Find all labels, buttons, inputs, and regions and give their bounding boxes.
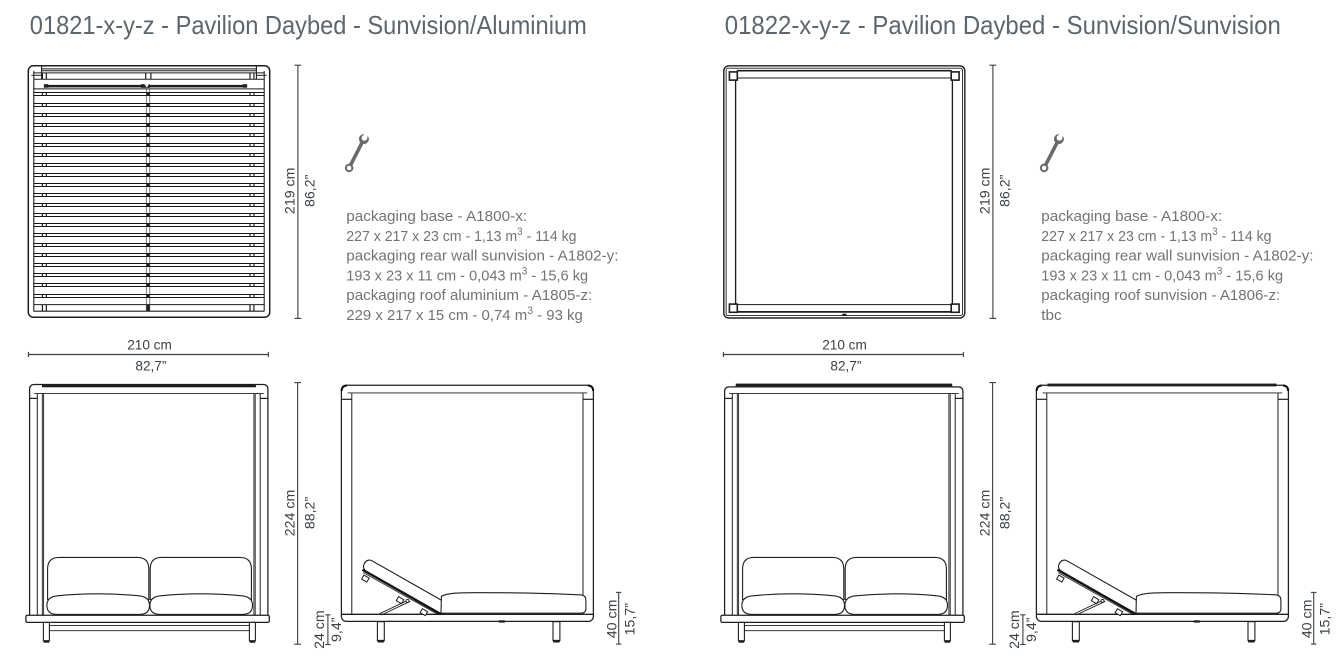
svg-text:193 x 23 x 11 cm - 0,043 m3 -: 193 x 23 x 11 cm - 0,043 m3 - 15,6 kg — [346, 265, 588, 284]
svg-text:packaging base - A1800-x:: packaging base - A1800-x: — [346, 208, 527, 225]
svg-text:24 cm: 24 cm — [312, 610, 328, 649]
svg-text:9,4”: 9,4” — [1024, 617, 1040, 642]
svg-text:219 cm: 219 cm — [978, 168, 994, 215]
svg-text:219 cm: 219 cm — [283, 168, 299, 215]
svg-text:01822-x-y-z - Pavilion Daybed: 01822-x-y-z - Pavilion Daybed - Sunvisio… — [725, 12, 1281, 40]
svg-text:packaging roof sunvision - A18: packaging roof sunvision - A1806-z: — [1041, 287, 1280, 304]
svg-text:82,7”: 82,7” — [830, 359, 861, 374]
svg-text:packaging roof aluminium - A18: packaging roof aluminium - A1805-z: — [346, 287, 592, 304]
svg-text:210 cm: 210 cm — [822, 337, 867, 352]
svg-text:40 cm: 40 cm — [1300, 600, 1316, 639]
svg-text:86,2”: 86,2” — [302, 174, 318, 207]
svg-text:88,2”: 88,2” — [302, 497, 318, 530]
svg-text:86,2”: 86,2” — [997, 174, 1013, 207]
svg-text:227 x 217 x 23 cm - 1,13 m3 -: 227 x 217 x 23 cm - 1,13 m3 - 114 kg — [346, 226, 576, 245]
svg-text:9,4”: 9,4” — [329, 617, 345, 642]
svg-text:224 cm: 224 cm — [283, 490, 299, 537]
svg-text:193 x 23 x 11 cm - 0,043 m3 -: 193 x 23 x 11 cm - 0,043 m3 - 15,6 kg — [1041, 265, 1283, 284]
svg-text:224 cm: 224 cm — [978, 490, 994, 537]
svg-text:229 x 217 x 15 cm - 0,74 m3 -: 229 x 217 x 15 cm - 0,74 m3 - 93 kg — [346, 305, 583, 324]
svg-text:210 cm: 210 cm — [127, 337, 172, 352]
svg-text:15,7”: 15,7” — [622, 603, 638, 636]
svg-text:15,7”: 15,7” — [1317, 603, 1333, 636]
svg-text:227 x 217 x 23 cm - 1,13 m3 -: 227 x 217 x 23 cm - 1,13 m3 - 114 kg — [1041, 226, 1271, 245]
svg-text:82,7”: 82,7” — [135, 359, 166, 374]
svg-text:packaging rear wall sunvision: packaging rear wall sunvision - A1802-y: — [1041, 248, 1313, 265]
svg-text:01821-x-y-z - Pavilion Daybed: 01821-x-y-z - Pavilion Daybed - Sunvisio… — [30, 12, 587, 40]
svg-text:88,2”: 88,2” — [997, 497, 1013, 530]
svg-text:40 cm: 40 cm — [605, 600, 621, 639]
svg-text:24 cm: 24 cm — [1007, 610, 1023, 649]
svg-text:tbc: tbc — [1041, 307, 1062, 324]
svg-text:packaging base - A1800-x:: packaging base - A1800-x: — [1041, 208, 1222, 225]
svg-text:packaging rear wall sunvision: packaging rear wall sunvision - A1802-y: — [346, 248, 618, 265]
